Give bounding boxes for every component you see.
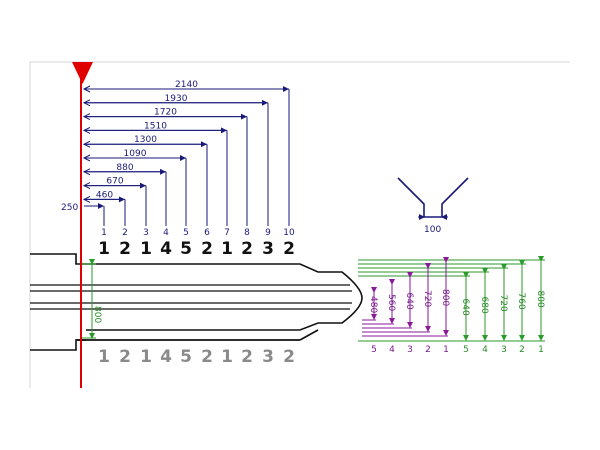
dim-arrowhead — [82, 154, 91, 162]
dim-label: 1930 — [165, 94, 188, 104]
part-outline — [30, 253, 363, 351]
dim-arrowhead — [82, 182, 91, 190]
sequence-digit-gray: 2 — [201, 347, 213, 367]
dim-label: 2140 — [175, 80, 198, 90]
dim-label: 880 — [116, 163, 133, 173]
sequence-digit-gray: 4 — [160, 347, 172, 367]
dim-arrowhead — [82, 126, 91, 134]
purple-dim-label: 720 — [422, 290, 432, 307]
purple-dim-label: 480 — [368, 296, 378, 313]
purple-dim-label: 640 — [404, 293, 414, 310]
start-offset-label: 250 — [61, 203, 78, 213]
dim-arrowhead — [82, 99, 91, 107]
station-number: 10 — [283, 228, 295, 238]
red-triangle-icon — [72, 62, 93, 84]
dim-label: 670 — [106, 177, 123, 187]
sequence-digit: 2 — [241, 239, 253, 259]
dim-arrowhead — [82, 195, 91, 203]
station-numbers: 1 2 3 4 5 6 7 8 9 10 — [101, 228, 295, 238]
dim-label: 460 — [96, 190, 113, 200]
purple-dim-label: 800 — [440, 289, 450, 306]
dim-label: 1090 — [124, 149, 147, 159]
left-vertical-dimension: 800 — [82, 259, 102, 339]
green-dim-label: 720 — [498, 295, 508, 312]
sequence-digit: 2 — [119, 239, 131, 259]
sequence-digit: 1 — [140, 239, 152, 259]
station-number: 4 — [163, 228, 169, 238]
purple-dim-number: 5 — [371, 345, 377, 355]
right-vertical-dimensions: 640 5 680 4 720 3 760 2 800 1 480 5 560 4 640 3 720 2 800 1 — [358, 256, 545, 355]
purple-dim-number: 3 — [407, 345, 413, 355]
sequence-digit-gray: 2 — [241, 347, 253, 367]
start-offset-dimension: 250 — [61, 203, 104, 213]
station-number: 5 — [183, 228, 189, 238]
purple-dim-number: 1 — [443, 345, 449, 355]
sequence-digit-gray: 1 — [221, 347, 233, 367]
sequence-digit: 5 — [180, 239, 192, 259]
sequence-digit-gray: 1 — [98, 347, 110, 367]
green-dim-label: 680 — [479, 297, 489, 314]
green-dim-label: 760 — [516, 293, 526, 310]
sequence-digit: 2 — [283, 239, 295, 259]
purple-dim-number: 2 — [425, 345, 431, 355]
dim-arrowhead — [82, 168, 91, 176]
sequence-digit-gray: 2 — [119, 347, 131, 367]
green-dim-number: 5 — [463, 345, 469, 355]
sequence-digit: 1 — [221, 239, 233, 259]
sequence-digit-gray: 1 — [140, 347, 152, 367]
green-dim-number: 4 — [482, 345, 488, 355]
station-number: 2 — [122, 228, 128, 238]
bend-width-label: 100 — [424, 225, 441, 235]
dim-arrowhead — [82, 113, 91, 121]
green-dim-number: 2 — [519, 345, 525, 355]
dim-label: 1300 — [134, 135, 157, 145]
green-dim-number: 3 — [501, 345, 507, 355]
horizontal-dimensions: 460 670 880 1090 1300 1510 1720 1930 2140 — [82, 80, 290, 226]
sequence-digit: 3 — [262, 239, 274, 259]
station-number: 3 — [143, 228, 149, 238]
sequence-digit-gray: 2 — [283, 347, 295, 367]
sequence-digit: 4 — [160, 239, 172, 259]
station-number: 6 — [204, 228, 210, 238]
v-bend-icon: 100 — [397, 177, 469, 235]
left-vertical-label: 800 — [92, 306, 102, 323]
dim-arrowhead — [82, 85, 91, 93]
dim-arrowhead — [82, 140, 91, 148]
part-inner-lines — [30, 284, 352, 310]
sequence-digit-gray: 5 — [180, 347, 192, 367]
station-number: 8 — [244, 228, 250, 238]
green-dim-label: 800 — [535, 291, 545, 308]
dim-label: 1720 — [154, 108, 177, 118]
station-number: 9 — [265, 228, 271, 238]
sequence-digit-gray: 3 — [262, 347, 274, 367]
station-number: 7 — [224, 228, 230, 238]
dim-label: 1510 — [144, 121, 167, 131]
sequence-digit: 1 — [98, 239, 110, 259]
sequence-digit: 2 — [201, 239, 213, 259]
purple-dim-number: 4 — [389, 345, 395, 355]
purple-dim-label: 560 — [386, 294, 396, 311]
green-dim-label: 640 — [460, 299, 470, 316]
green-dim-number: 1 — [538, 345, 544, 355]
station-number: 1 — [101, 228, 107, 238]
